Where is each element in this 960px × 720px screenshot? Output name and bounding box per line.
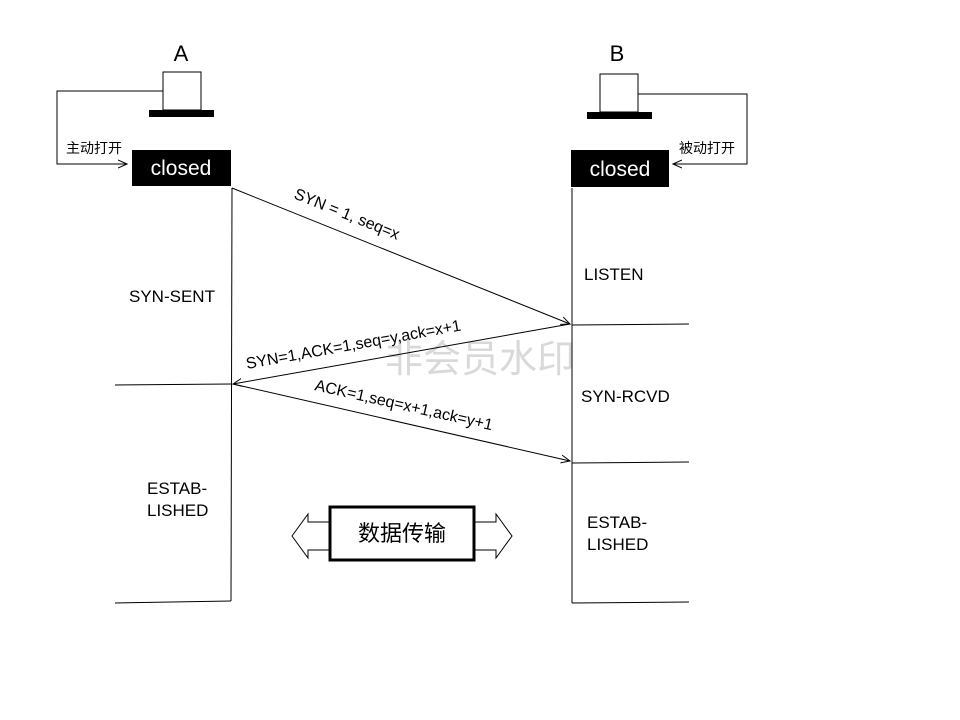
host-a-closed-box xyxy=(132,150,231,186)
host-b-state-separator-2 xyxy=(571,461,690,464)
host-a-state-separator-1 xyxy=(114,383,232,386)
host-b-state-separator-3 xyxy=(571,601,690,604)
host-b-state-established-line2: LISHED xyxy=(587,535,648,554)
host-a-open-loop xyxy=(56,90,163,164)
host-a-computer-icon xyxy=(149,71,214,117)
data-transfer-box xyxy=(328,505,476,562)
host-b-closed-label: closed xyxy=(590,158,651,181)
host-b-computer-icon xyxy=(587,73,652,119)
syn-arrow xyxy=(231,187,570,324)
host-b-passive-open-label: 被动打开 xyxy=(679,140,735,156)
host-b-closed-box xyxy=(571,150,669,187)
host-a-timeline xyxy=(230,187,233,602)
data-transfer: 数据传输 xyxy=(291,505,513,562)
host-a-active-open-label: 主动打开 xyxy=(66,140,122,156)
syn-label: SYN = 1, seq=x xyxy=(292,186,402,244)
ack-arrow xyxy=(232,383,570,461)
host-b-open-loop xyxy=(638,93,748,164)
host-a-closed-label: closed xyxy=(151,157,212,180)
host-b: B 被动打开 closed xyxy=(571,41,748,187)
right-double-arrow-icon xyxy=(473,512,513,560)
host-b-state-syn-rcvd: SYN-RCVD xyxy=(581,387,670,406)
host-a-state-established-line2: LISHED xyxy=(147,501,208,520)
data-transfer-label: 数据传输 xyxy=(358,521,446,546)
host-b-state-separator-1 xyxy=(571,323,690,326)
host-a-state-syn-sent: SYN-SENT xyxy=(129,287,215,306)
host-b-state-established-line1: ESTAB- xyxy=(587,513,647,532)
ack-label: ACK=1,seq=x+1,ack=y+1 xyxy=(313,377,494,434)
host-a-label: A xyxy=(174,41,189,66)
left-double-arrow-icon xyxy=(291,512,331,560)
host-b-state-listen: LISTEN xyxy=(584,265,644,284)
host-b-label: B xyxy=(610,41,625,66)
host-a-state-established-line1: ESTAB- xyxy=(147,479,207,498)
host-a-state-separator-2 xyxy=(114,600,232,604)
watermark-text: 非会员水印 xyxy=(385,339,575,381)
host-a: A 主动打开 closed xyxy=(56,41,231,186)
syn-ack-arrow xyxy=(233,323,571,384)
